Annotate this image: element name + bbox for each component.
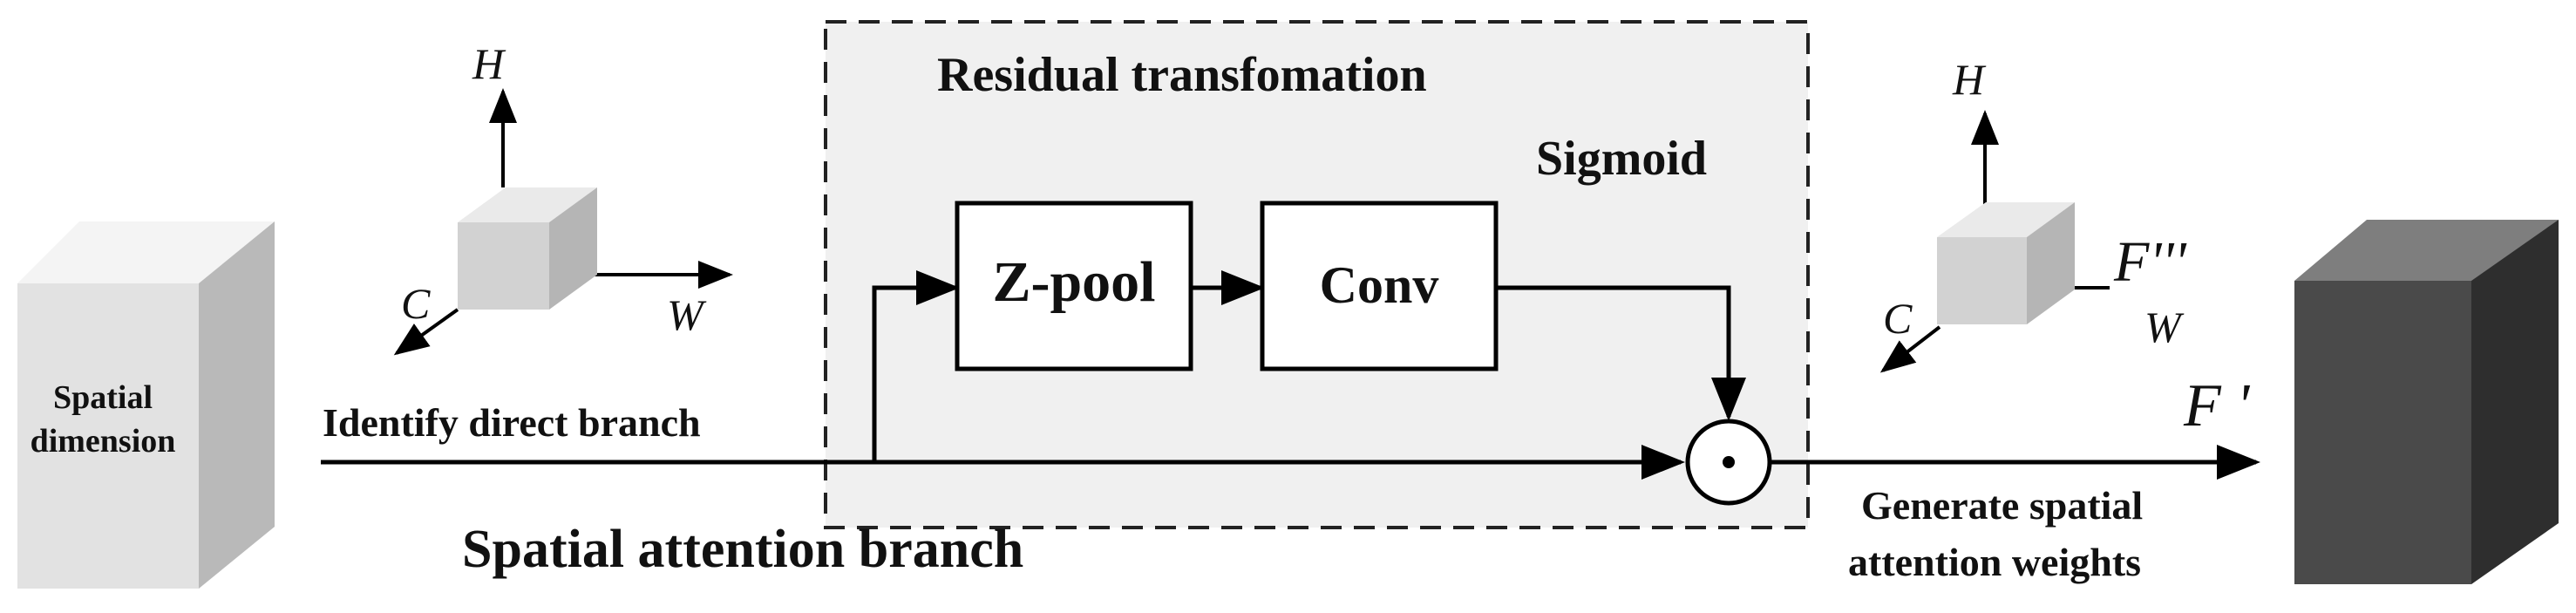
generate-weights-line2: attention weights [1848,540,2141,584]
input-feature-cube [17,221,275,589]
input-label-line2: dimension [31,423,176,460]
conv-label: Conv [1320,256,1439,314]
conv-to-multiply-arrow [1496,285,1746,421]
right-axis-c-label: C [1883,294,1913,343]
right-axis-w-label: W [2144,303,2185,351]
right-axis-h-label: H [1952,55,1987,104]
residual-branch-line [872,270,960,462]
f-prime-label: F ' [2183,372,2250,439]
zpool-label: Z-pool [992,250,1155,314]
identify-direct-branch-label: Identify direct branch [323,400,701,445]
zpool-box [955,201,1193,371]
left-axis-h-label: H [472,39,506,88]
generate-weights-line1: Generate spatial [1861,483,2143,528]
residual-transformation-title: Residual transfomation [937,48,1427,102]
input-label-line1: Spatial [53,379,153,416]
spatial-attention-branch-label: Spatial attention branch [462,520,1023,579]
left-axes-icon [393,88,733,356]
right-axes-icon [1879,110,2110,373]
left-axis-c-label: C [401,279,431,328]
sigmoid-label: Sigmoid [1536,132,1707,186]
elementwise-multiply-node [1685,419,1772,506]
conv-box [1260,201,1499,371]
f-triple-prime-label: F''' [2113,230,2188,294]
output-feature-cube [2294,220,2559,584]
left-axis-w-label: W [667,290,707,339]
